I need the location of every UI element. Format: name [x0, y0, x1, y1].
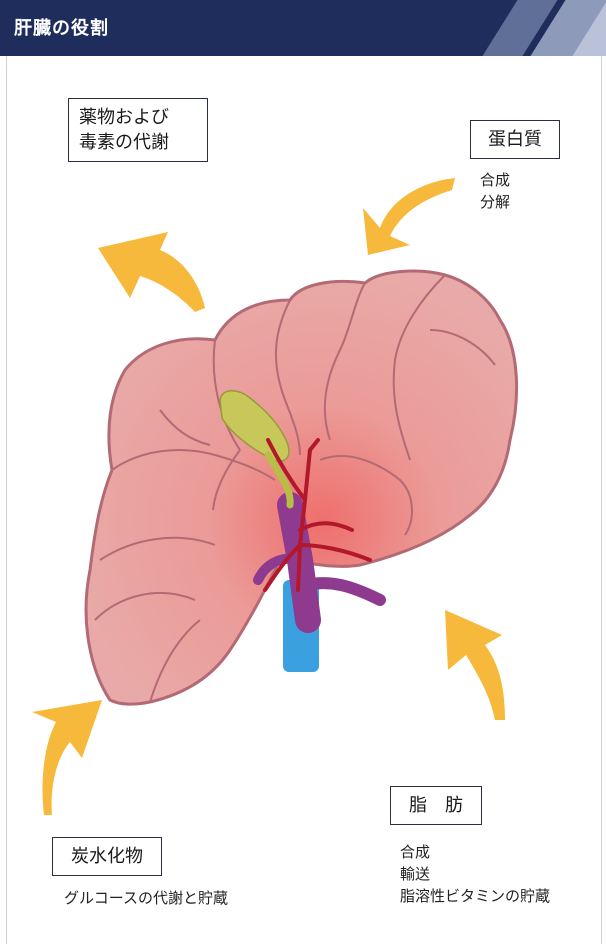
label-carbs: 炭水化物: [52, 837, 162, 876]
arrow-in-protein-icon: [363, 178, 455, 255]
fat-item: 輸送: [400, 864, 550, 886]
fat-item: 脂溶性ビタミンの貯蔵: [400, 886, 550, 908]
protein-item: 分解: [480, 192, 510, 214]
label-fat: 脂 肪: [390, 786, 482, 825]
label-drugs-line1: 薬物および: [79, 105, 197, 130]
fat-item: 合成: [400, 842, 550, 864]
protein-items: 合成 分解: [480, 170, 510, 214]
label-drugs: 薬物および 毒素の代謝: [68, 98, 208, 162]
fat-items: 合成 輸送 脂溶性ビタミンの貯蔵: [400, 842, 550, 907]
arrow-in-fat-icon: [445, 610, 505, 720]
arrow-out-drugs-icon: [98, 232, 205, 312]
arrow-in-carbs-icon: [32, 700, 102, 815]
label-drugs-line2: 毒素の代謝: [79, 130, 197, 155]
label-protein: 蛋白質: [470, 120, 560, 159]
protein-item: 合成: [480, 170, 510, 192]
carbs-desc: グルコースの代謝と貯蔵: [64, 888, 228, 910]
